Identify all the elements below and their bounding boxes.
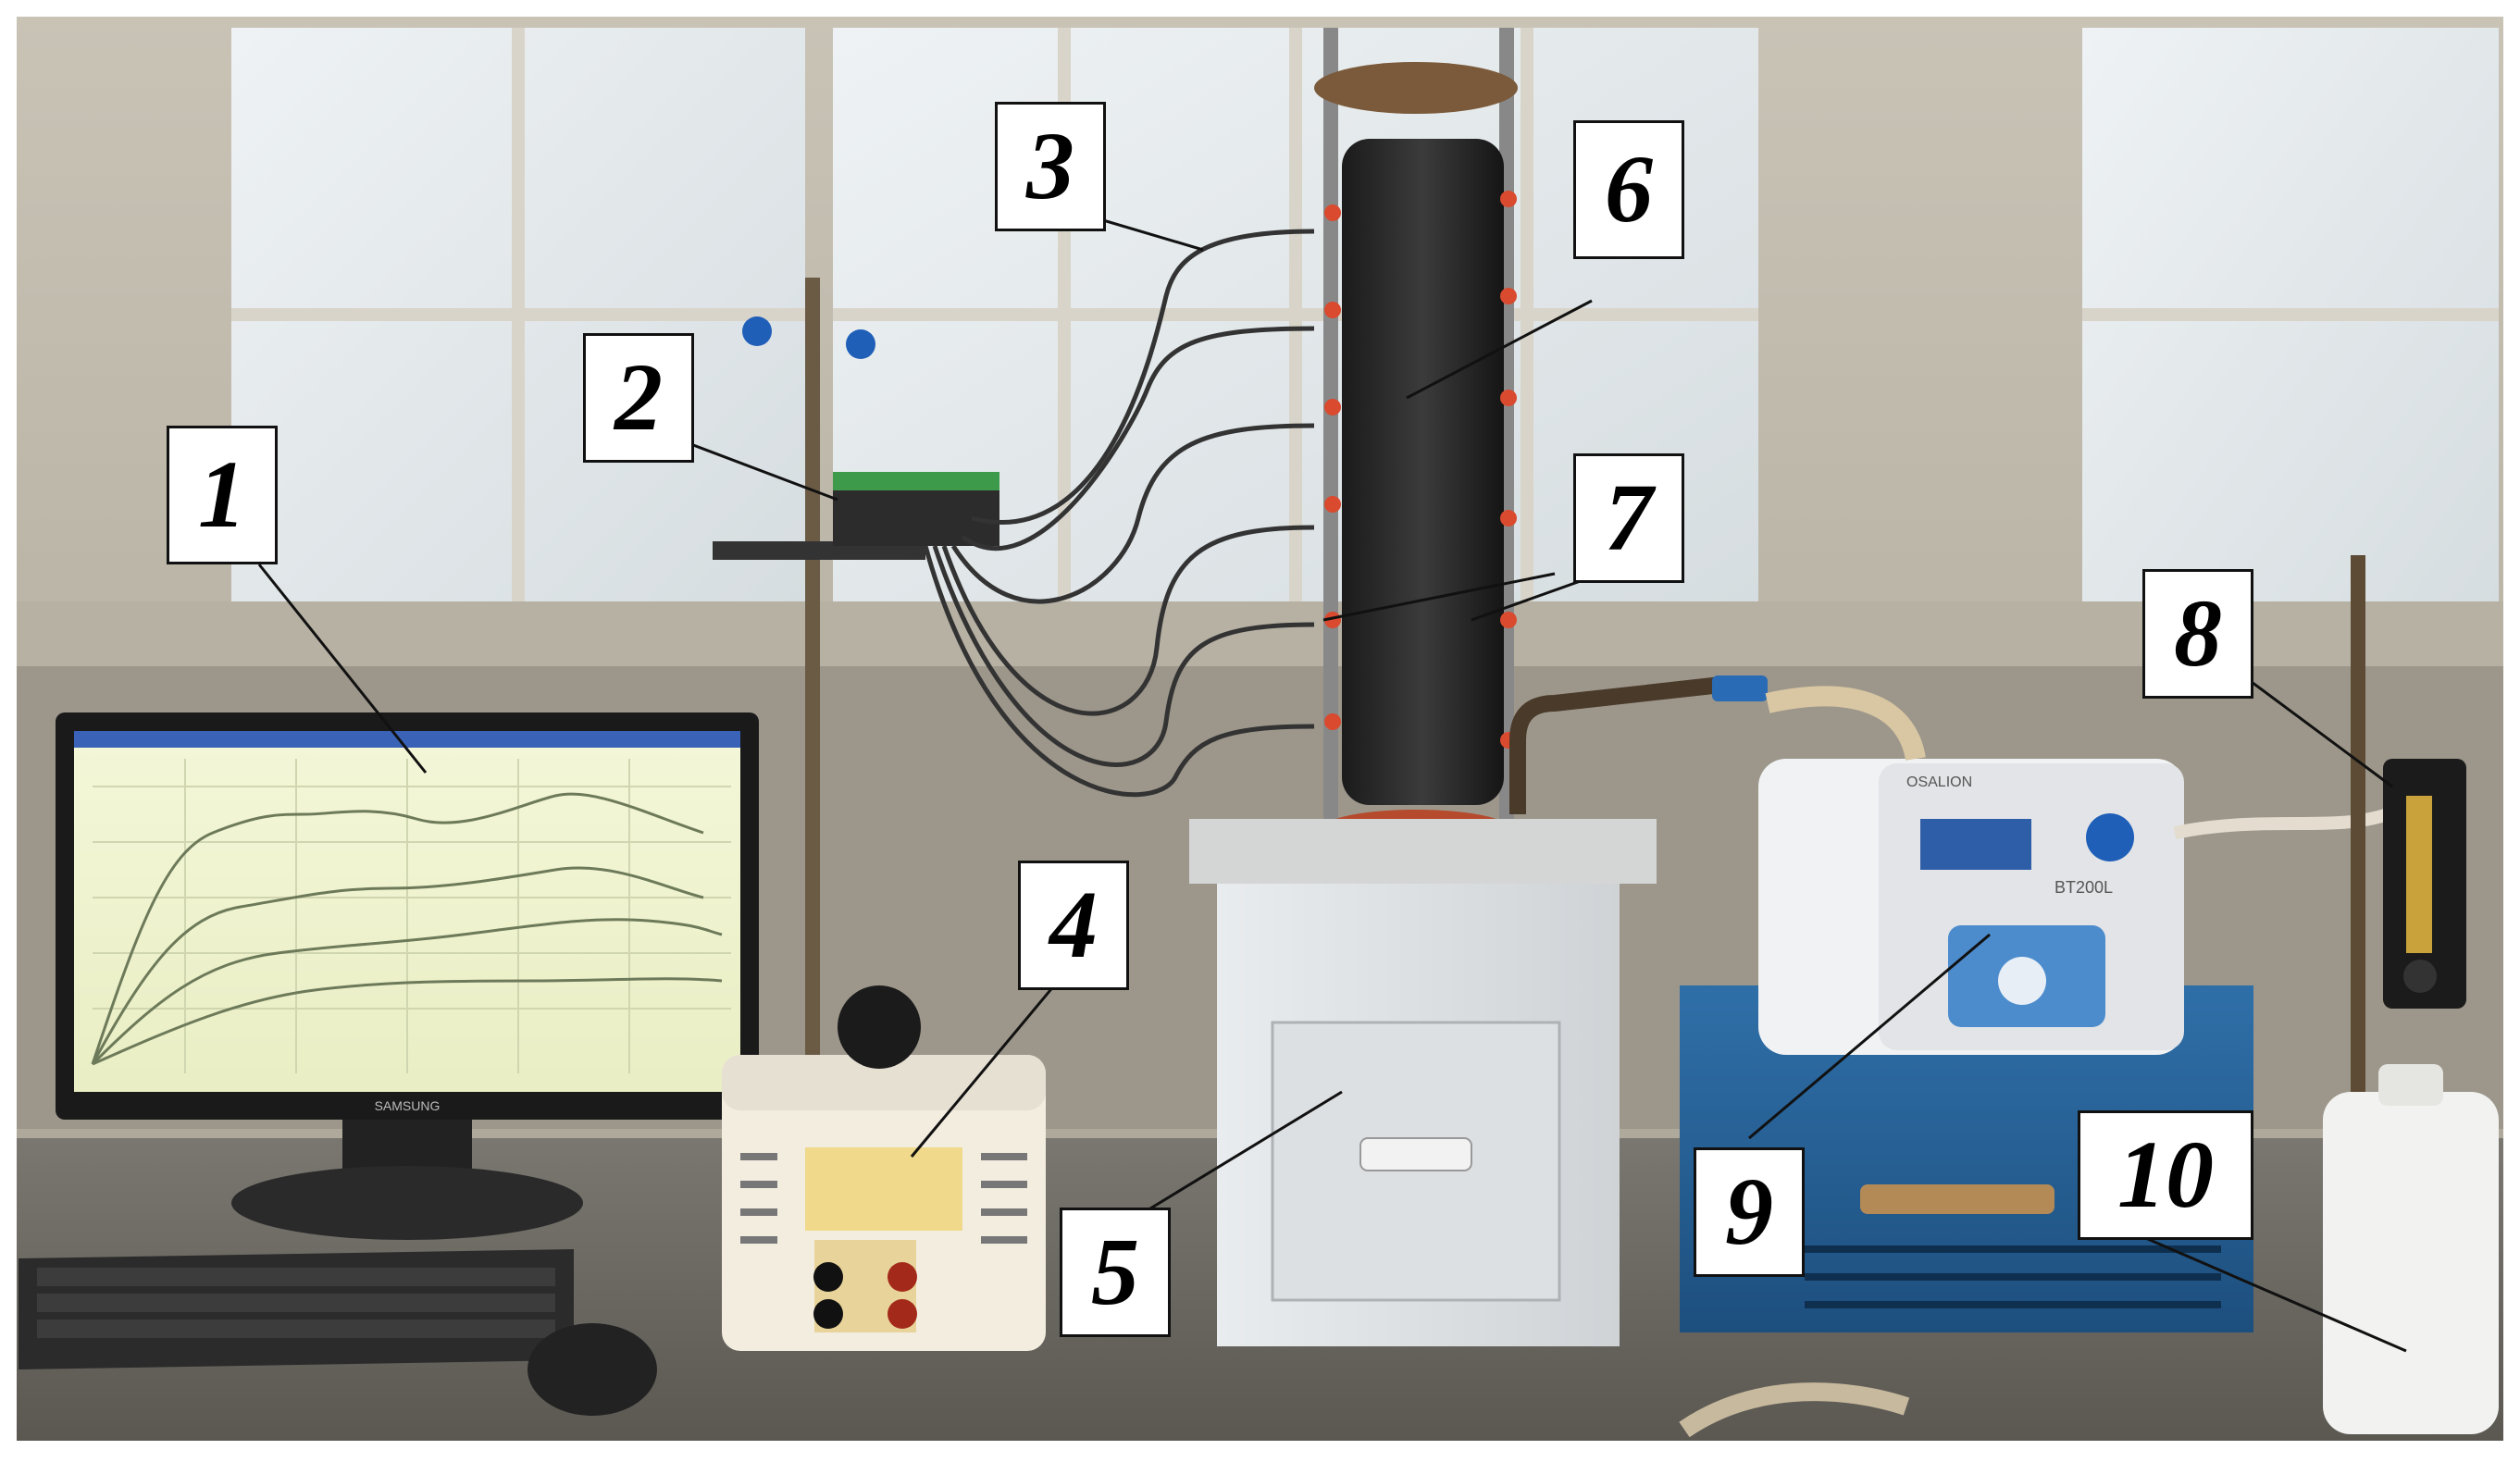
label-4-text: 4	[1049, 872, 1098, 978]
label-8: 8	[2142, 569, 2253, 699]
window-sill	[17, 601, 2503, 666]
label-9: 9	[1694, 1147, 1805, 1277]
label-8-text: 8	[2174, 580, 2222, 687]
mouse	[528, 1323, 657, 1416]
pump-brand: OSALION	[1906, 774, 1972, 790]
thermocouple-wires	[923, 229, 1315, 798]
label-7: 7	[1573, 453, 1684, 583]
label-1-text: 1	[198, 441, 246, 548]
autotransformer	[722, 985, 1046, 1351]
pump-tubing-2	[2173, 808, 2390, 839]
packed-column	[1342, 139, 1504, 805]
floor-hose	[1679, 1382, 1910, 1438]
label-9-text: 9	[1725, 1158, 1773, 1265]
water-canister	[2323, 1064, 2499, 1434]
column-frame	[1323, 28, 1338, 824]
sensor-ports	[1324, 191, 1517, 749]
pipe-connector	[1712, 675, 1768, 701]
furnace-handle	[1359, 1137, 1472, 1171]
label-7-text: 7	[1605, 465, 1653, 571]
label-3-text: 3	[1026, 113, 1074, 219]
label-6: 6	[1573, 120, 1684, 259]
column-top	[1314, 62, 1518, 114]
pump-model: BT200L	[2054, 878, 2113, 897]
label-10-text: 10	[2117, 1121, 2214, 1228]
flow-meter	[2383, 759, 2466, 1009]
label-5-text: 5	[1091, 1219, 1139, 1325]
peristaltic-pump: OSALION BT200L	[1758, 759, 2184, 1055]
outlet-pipe	[1509, 676, 1722, 814]
label-2: 2	[583, 333, 694, 463]
support-rod-right	[2351, 555, 2365, 1129]
label-10: 10	[2078, 1110, 2253, 1240]
clamp-knob-right	[846, 329, 875, 359]
furnace-top-plate	[1189, 819, 1657, 884]
computer-monitor: SAMSUNG	[56, 712, 759, 1240]
label-5: 5	[1060, 1208, 1171, 1337]
label-3: 3	[995, 102, 1106, 231]
label-4: 4	[1018, 861, 1129, 990]
pump-tubing	[1765, 686, 1926, 762]
label-6-text: 6	[1605, 136, 1653, 242]
keyboard-keys	[37, 1268, 555, 1338]
label-2-text: 2	[614, 344, 663, 451]
monitor-brand: SAMSUNG	[375, 1098, 441, 1113]
lab-stand-rod	[805, 278, 820, 1083]
clamp-knob-left	[742, 316, 772, 346]
label-1: 1	[167, 426, 278, 564]
data-acquisition-module	[833, 472, 999, 546]
